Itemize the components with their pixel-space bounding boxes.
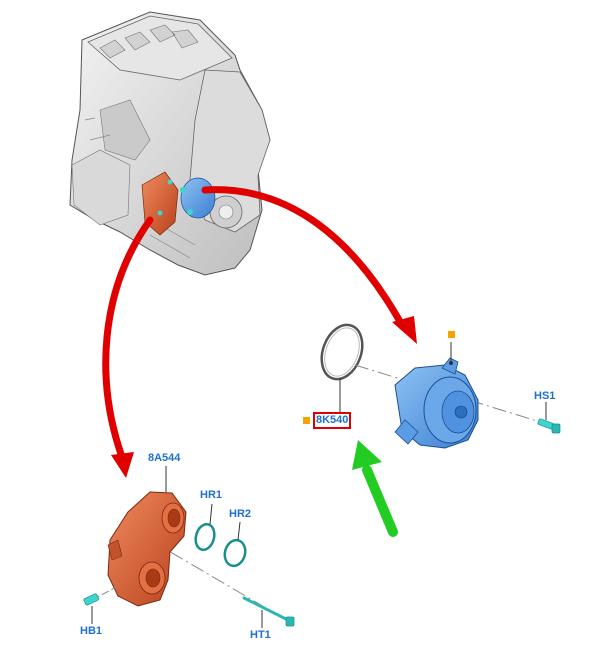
marker-pump-ring (303, 417, 310, 424)
o-ring-illustration[interactable] (315, 319, 370, 385)
bolt-illustration[interactable] (242, 596, 295, 627)
indicator-arrow (352, 440, 398, 537)
highlight-arrow-to-pump (201, 186, 417, 344)
callout-8k540[interactable]: 8K540 (313, 412, 352, 429)
callout-hr2[interactable]: HR2 (229, 508, 252, 520)
assembly-axis-housing (149, 539, 296, 626)
thermostat-housing-illustration[interactable] (107, 491, 187, 607)
o-ring-illustration[interactable] (222, 538, 248, 568)
callout-hb1[interactable]: HB1 (80, 625, 103, 637)
marker-pump (448, 331, 455, 338)
callout-hr1[interactable]: HR1 (200, 489, 223, 501)
bolt-illustration[interactable] (537, 418, 561, 434)
engine-block-illustration (69, 11, 271, 276)
leader-line-hr2 (237, 521, 241, 541)
water-pump-illustration[interactable] (394, 357, 479, 449)
highlight-arrow-to-housing (102, 216, 154, 478)
bolt-illustration[interactable] (83, 584, 121, 606)
o-ring-illustration[interactable] (193, 522, 217, 552)
callout-hs1[interactable]: HS1 (534, 390, 556, 402)
leader-line-hr1 (209, 503, 213, 525)
callout-ht1[interactable]: HT1 (250, 629, 271, 641)
callout-8a544[interactable]: 8A544 (148, 452, 181, 464)
